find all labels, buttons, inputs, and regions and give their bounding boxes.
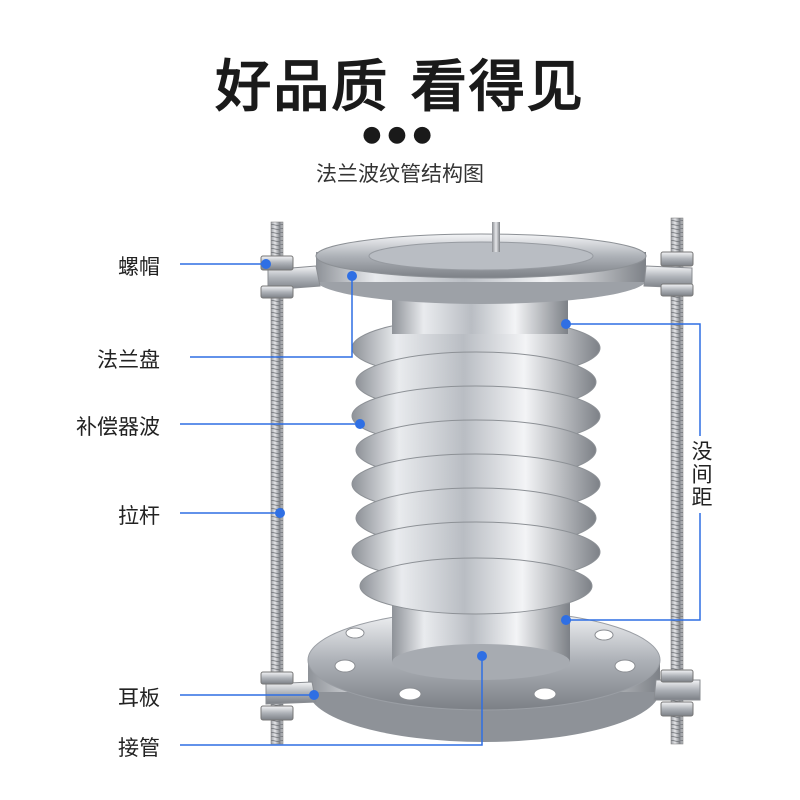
callout-dots [261, 259, 571, 700]
label-pipe: 接管 [118, 736, 160, 760]
label-spacing: 没间距 [686, 436, 716, 513]
flange-bolt-hole [533, 687, 557, 701]
nut-bottom-right [660, 669, 694, 717]
label-flange: 法兰盘 [97, 348, 160, 372]
callout-dot-spacing-bottom [561, 615, 571, 625]
callout-dot-nut [261, 259, 271, 269]
tie-rod-left [270, 221, 284, 745]
lug-bottom-left [265, 681, 317, 705]
diagram-subtitle: 法兰波纹管结构图 [316, 162, 484, 186]
title-divider-dots: ●●● [362, 122, 438, 147]
nut-top-right [660, 251, 694, 297]
top-pin [492, 222, 500, 252]
label-nut: 螺帽 [118, 255, 160, 279]
flange-bolt-hole [334, 659, 356, 673]
lug-bottom-right [653, 679, 701, 701]
callout-dot-spacing-top [561, 319, 571, 329]
label-lug: 耳板 [118, 686, 160, 710]
flange-bolt-hole [614, 659, 636, 673]
callout-dot-bellows [355, 419, 365, 429]
label-bellows: 补偿器波 [76, 415, 160, 439]
flange-bolt-hole [398, 687, 422, 701]
tie-rod-right [670, 217, 684, 745]
flange-bolt-hole [594, 629, 614, 641]
callout-dot-pipe [477, 651, 487, 661]
callout-dot-tie-rod [275, 508, 285, 518]
page-title: 好品质 看得见 [215, 55, 585, 120]
nut-bottom-left [260, 671, 294, 721]
flange-bolt-hole [345, 627, 365, 639]
label-tie-rod: 拉杆 [118, 504, 160, 528]
callout-dot-lug [309, 690, 319, 700]
bellows-convolutions [351, 317, 601, 615]
callout-dot-flange [347, 271, 357, 281]
